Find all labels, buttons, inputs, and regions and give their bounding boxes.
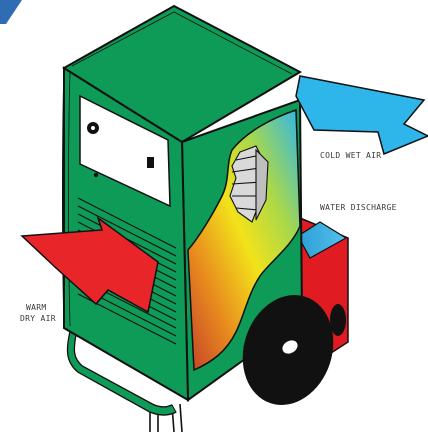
front-edge (62, 67, 65, 329)
fan-icon (229, 145, 269, 223)
water-surface (297, 221, 348, 259)
corner-mark (0, 0, 22, 24)
label-water-discharge: WATER DISCHARGE (320, 203, 397, 212)
switch-icon (147, 157, 154, 168)
wheel-icon (242, 295, 334, 405)
body-top (62, 4, 303, 144)
label-warm: WARM (26, 303, 46, 312)
cold-air-arrow (295, 75, 428, 156)
warm-air-arrow (20, 216, 159, 314)
control-panel (79, 94, 171, 208)
rear-wheel (330, 304, 346, 336)
tube-frame-fill (67, 331, 177, 416)
cutaway-interior (187, 108, 301, 372)
indicator-light-icon (93, 172, 99, 178)
label-dry-air: DRY AIR (20, 314, 56, 323)
label-cold-wet-air: COLD WET AIR (320, 151, 381, 160)
